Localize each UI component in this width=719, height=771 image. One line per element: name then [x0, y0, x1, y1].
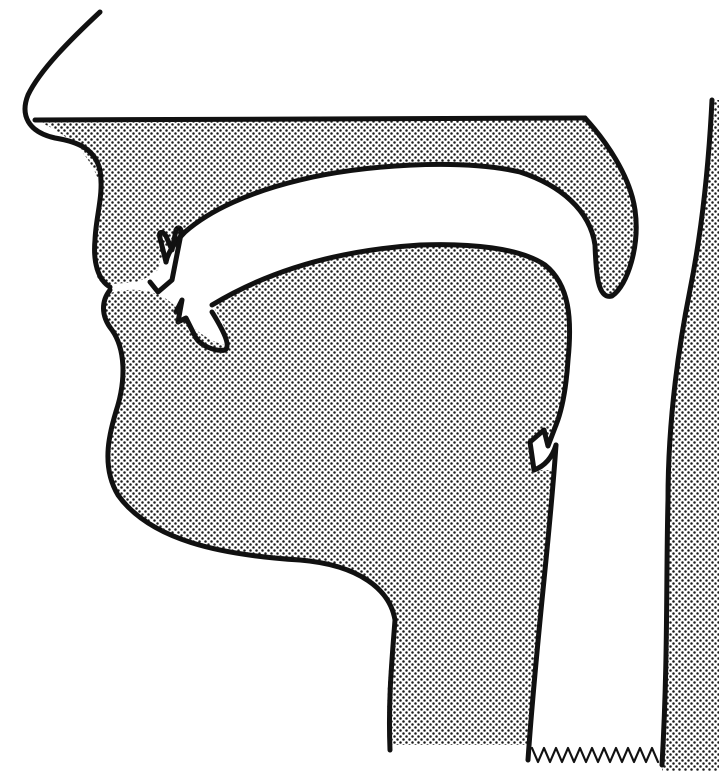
tongue-icon	[105, 245, 569, 745]
pharyngeal-wall	[662, 100, 719, 771]
upper-lip-icon	[35, 118, 585, 120]
lower-articulators	[104, 245, 570, 760]
glottis-vibration-icon	[532, 748, 658, 762]
upper-articulators	[25, 12, 636, 296]
